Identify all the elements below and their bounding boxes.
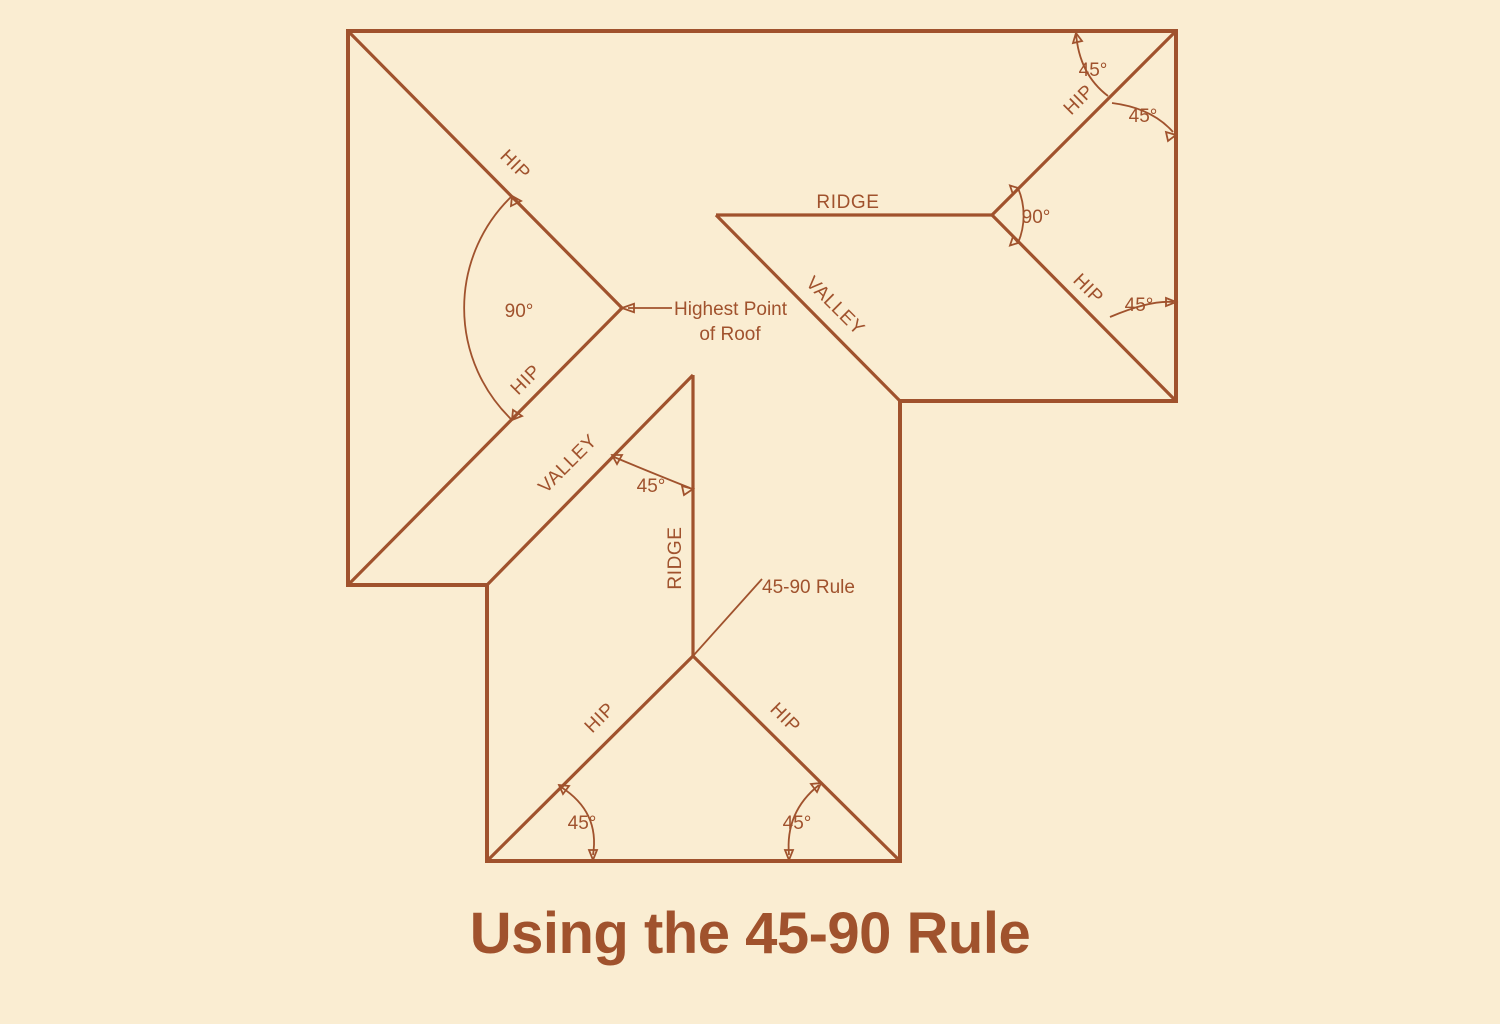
- member-label-valley-upper: VALLEY: [801, 273, 868, 340]
- angle-arrow-bottom-right-bottom: [783, 849, 795, 863]
- angle-arc-right-peak: [1017, 187, 1025, 244]
- angle-arrow-right-peak-bottom: [1008, 234, 1020, 247]
- angle-label-bottom-left: 45°: [568, 813, 597, 834]
- member-label-hip-lower-left: HIP: [581, 699, 620, 738]
- angle-arrow-left-peak-bottom: [510, 408, 524, 422]
- angle-label-right-peak: 90°: [1022, 207, 1051, 228]
- angle-label-left-peak: 90°: [505, 301, 534, 322]
- highest-point-label-line2: of Roof: [699, 324, 761, 345]
- angle-arrow-bottom-left-top: [557, 783, 571, 796]
- member-label-hip-upper-left-sw: HIP: [507, 361, 546, 400]
- hip-line-upper-left-sw: [346, 306, 624, 587]
- hip-line-upper-left-nw: [346, 29, 624, 310]
- angle-arrow-bottom-right-top: [809, 781, 823, 794]
- valley-line-upper: [714, 213, 902, 403]
- angle-arrow-se-right: [1165, 296, 1179, 308]
- highest-point-label-line1: Highest Point: [674, 299, 788, 320]
- rule-label: 45-90 Rule: [762, 577, 855, 598]
- member-label-hip-upper-right-se: HIP: [1069, 270, 1108, 309]
- hip-line-lower-left: [485, 654, 695, 863]
- valley-line-lower: [485, 373, 695, 587]
- angle-label-ne-top: 45°: [1079, 60, 1108, 81]
- angle-arc-ne-right: [1111, 102, 1174, 133]
- angle-label-bottom-right: 45°: [783, 813, 812, 834]
- hip-line-upper-right-se: [990, 213, 1178, 403]
- angle-label-se-right: 45°: [1125, 295, 1154, 316]
- angle-arc-ne-top: [1075, 32, 1109, 97]
- angle-arrow-left-peak-top: [509, 194, 523, 208]
- angle-arrow-bottom-left-bottom: [587, 849, 599, 863]
- angle-arrow-right-peak-top: [1008, 184, 1020, 197]
- member-label-hip-upper-left-nw: HIP: [496, 146, 535, 185]
- figure-title: Using the 45-90 Rule: [469, 901, 1031, 966]
- angle-label-ne-right: 45°: [1129, 106, 1158, 127]
- angle-arc-bottom-left: [560, 786, 595, 856]
- angle-arc-left-peak: [463, 195, 513, 421]
- angle-arrow-ne-top: [1071, 31, 1084, 45]
- angle-arc-bottom-right: [787, 784, 820, 856]
- rule-leader-line: [692, 578, 763, 657]
- hip-line-upper-right-ne: [990, 29, 1178, 217]
- angle-arrow-valley-ridge-right: [680, 484, 696, 497]
- hip-line-lower-right: [691, 654, 902, 863]
- angle-arrow-valley-ridge-left: [610, 454, 624, 466]
- member-label-ridge-lower: RIDGE: [665, 526, 686, 589]
- member-label-valley-lower: VALLEY: [535, 431, 602, 498]
- angle-arc-se-right: [1109, 300, 1174, 318]
- member-label-ridge-upper-right: RIDGE: [816, 192, 879, 213]
- angle-label-valley-ridge: 45°: [637, 476, 666, 497]
- highest-point-arrowhead: [619, 302, 635, 314]
- angle-arrow-ne-right: [1164, 130, 1178, 143]
